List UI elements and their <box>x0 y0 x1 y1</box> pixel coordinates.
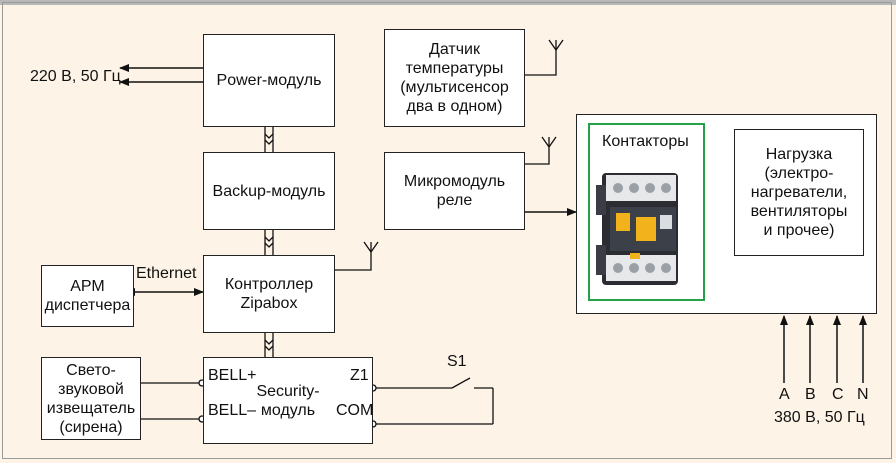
relay-micromodule-box: Микромодуль реле <box>384 152 525 230</box>
supply-380-label: 380 В, 50 Гц <box>774 408 865 427</box>
z1-label: Z1 <box>350 366 369 385</box>
phase-b-label: B <box>805 385 816 404</box>
temperature-sensor-box: Датчик температуры (мультисенсор два в о… <box>384 29 525 127</box>
siren-wires <box>140 380 205 422</box>
supply-220-label: 220 В, 50 Гц <box>30 67 121 86</box>
switch-s1-circuit <box>370 378 493 427</box>
phase-a-label: A <box>779 385 790 404</box>
com-label: COM <box>336 401 373 420</box>
s1-label: S1 <box>447 352 467 371</box>
controller-box: Контроллер Zipabox <box>203 255 335 333</box>
phase-n-label: N <box>857 385 869 404</box>
backup-module-box: Backup-модуль <box>203 152 335 230</box>
ethernet-label: Ethernet <box>136 264 196 283</box>
phase-c-label: C <box>832 385 844 404</box>
bell-plus-label: BELL+ <box>208 366 256 385</box>
contactors-box: Контакторы <box>588 123 705 301</box>
bell-minus-label: BELL– <box>208 401 256 420</box>
supply-220-arrows <box>120 68 203 82</box>
power-module-box: Power-модуль <box>203 34 335 127</box>
phase-arrows <box>784 316 863 383</box>
load-box: Нагрузка (электро- нагреватели, вентилят… <box>734 129 864 256</box>
arm-box: АРМ диспетчера <box>41 265 134 327</box>
security-module-label: Security- модуль <box>256 382 319 420</box>
siren-box: Свето- звуковой извещатель (сирена) <box>41 357 141 440</box>
contactor-image <box>590 125 707 303</box>
